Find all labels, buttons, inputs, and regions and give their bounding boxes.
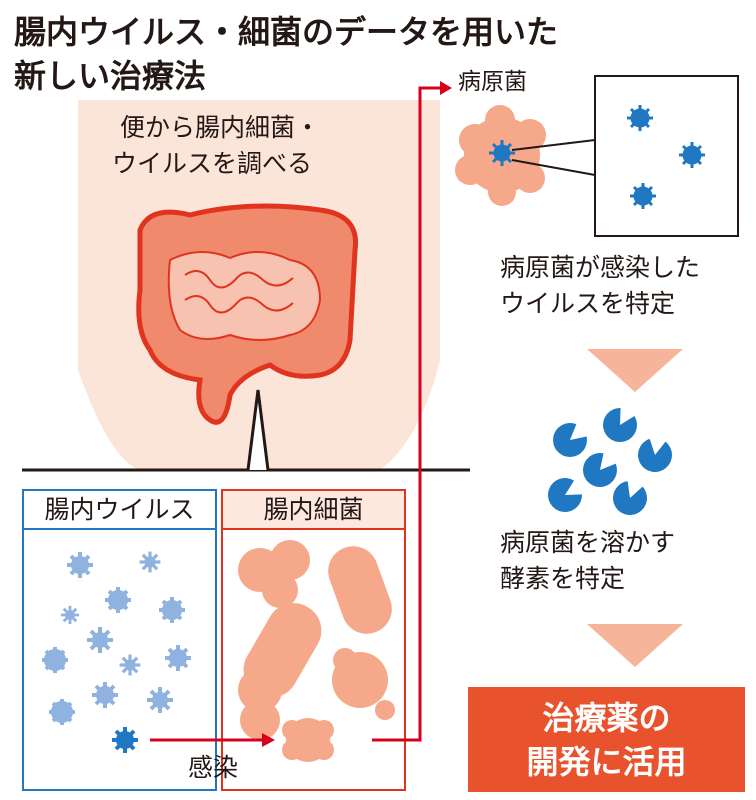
- virus-identify-line-2: ウイルスを特定: [500, 289, 676, 318]
- infection-label: 感染: [188, 753, 239, 782]
- enzyme-identify-line-2: 酵素を特定: [500, 564, 626, 593]
- title-line-1: 腸内ウイルス・細菌のデータを用いた: [14, 13, 559, 51]
- stool-label-line-2: ウイルスを調べる: [112, 149, 313, 178]
- stool-label: 便から腸内細菌・ ウイルスを調べる: [112, 110, 420, 182]
- chevron-1: [587, 349, 683, 392]
- stool-marker: [246, 389, 270, 471]
- enzymes: [541, 403, 675, 520]
- enzyme-identify-label: 病原菌を溶かす 酵素を特定: [500, 525, 675, 597]
- page-title: 腸内ウイルス・細菌のデータを用いた 新しい治療法: [14, 10, 558, 98]
- small-intestine: [167, 250, 322, 341]
- final-line-1: 治療薬の: [542, 698, 671, 737]
- chevron-2: [587, 624, 683, 667]
- enzyme-identify-line-1: 病原菌を溶かす: [500, 528, 676, 557]
- stool-label-line-1: 便から腸内細菌・: [120, 113, 321, 142]
- final-line-2: 開発に活用: [526, 742, 687, 781]
- gut-viruses: [40, 549, 193, 727]
- gut-virus-box-label: 腸内ウイルス: [44, 495, 195, 524]
- virus-zoom-box: [594, 75, 739, 237]
- title-line-2: 新しい治療法: [14, 57, 207, 95]
- virus-identify-label: 病原菌が感染した ウイルスを特定: [500, 250, 700, 322]
- virus-identify-line-1: 病原菌が感染した: [500, 253, 701, 282]
- gut-bacteria-box-label: 腸内細菌: [263, 495, 364, 524]
- final-box: 治療薬の 開発に活用: [468, 687, 745, 792]
- gut-bacteria: [238, 540, 395, 762]
- pathogen-label: 病原菌: [458, 69, 527, 95]
- infecting-virus: [110, 725, 140, 755]
- pathogen-arrow: [372, 86, 442, 742]
